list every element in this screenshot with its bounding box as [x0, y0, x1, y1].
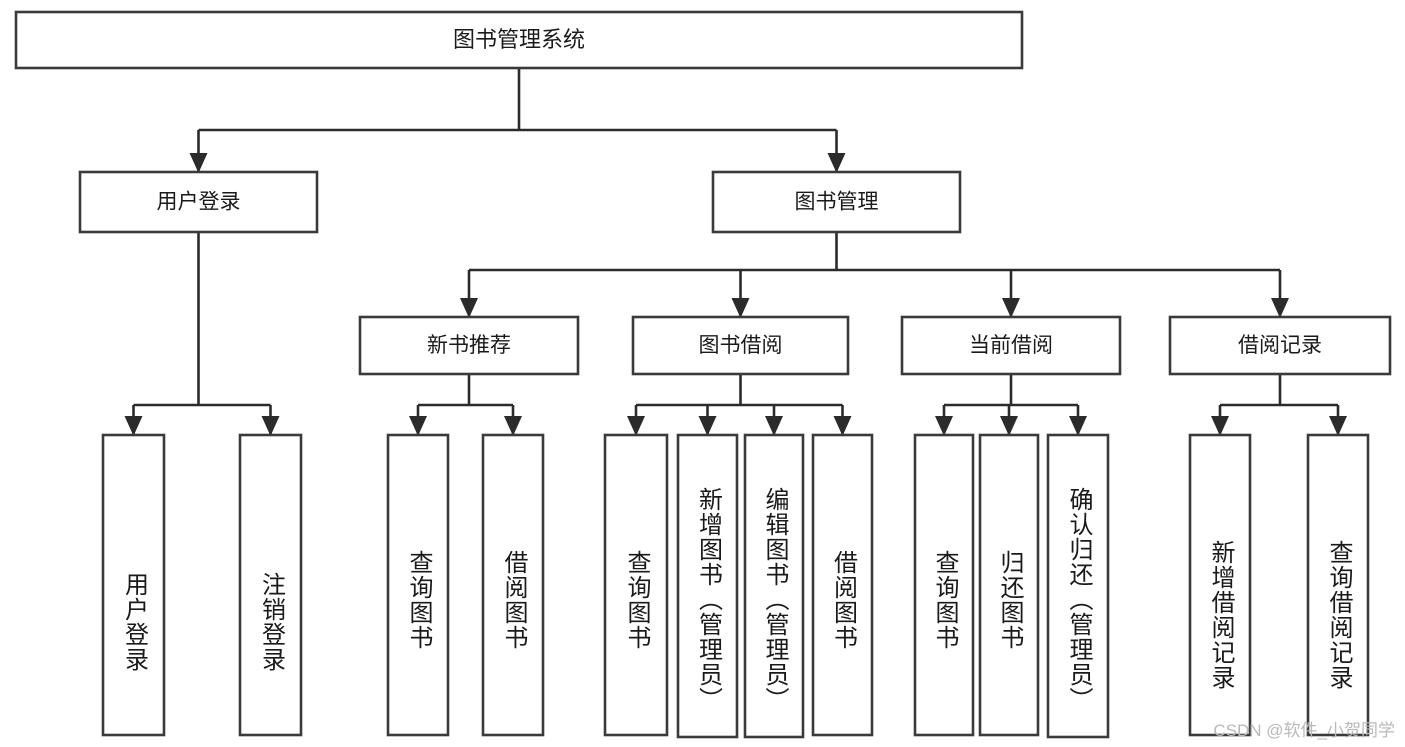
node-box-current-borrow[interactable] — [900, 315, 1122, 376]
arrow-head-icon-current-borrow-1 — [1000, 416, 1018, 436]
node-label-book-borrow: 图书借阅 — [699, 334, 783, 357]
connector-layer — [124, 68, 1347, 436]
node-box-leaf-edit-book[interactable] — [743, 433, 805, 739]
node-box-borrow-record[interactable] — [1168, 315, 1392, 376]
node-box-leaf-borrow-book-2[interactable] — [811, 433, 874, 737]
arrow-head-icon-user-login-1 — [261, 416, 280, 436]
node-box-root[interactable] — [14, 10, 1024, 70]
node-box-leaf-user-login[interactable] — [101, 433, 166, 737]
node-label-root: 图书管理系统 — [453, 27, 585, 52]
node-box-leaf-query-book-2[interactable] — [603, 433, 669, 737]
node-box-leaf-query-book-1[interactable] — [386, 433, 450, 737]
arrow-head-icon-root-1 — [827, 153, 846, 173]
node-box-leaf-add-book[interactable] — [676, 433, 739, 739]
node-label-borrow-record: 借阅记录 — [1238, 334, 1322, 357]
arrow-head-icon-user-login-0 — [124, 416, 143, 436]
node-label-new-book-recommend: 新书推荐 — [427, 334, 511, 357]
node-box-leaf-return-book[interactable] — [978, 433, 1040, 737]
csdn-watermark: CSDN @软件_小贺同学 — [1213, 721, 1395, 740]
arrow-head-icon-book-manage-1 — [731, 298, 750, 318]
arrow-head-icon-book-borrow-3 — [833, 416, 852, 436]
arrow-head-icon-root-0 — [189, 153, 208, 173]
arrow-head-icon-book-borrow-1 — [698, 416, 717, 436]
arrow-head-icon-new-book-recommend-0 — [409, 416, 427, 436]
node-box-leaf-add-record[interactable] — [1188, 433, 1252, 737]
node-box-book-borrow[interactable] — [631, 315, 850, 376]
arrow-head-icon-book-borrow-2 — [765, 416, 783, 436]
arrow-head-icon-book-borrow-0 — [627, 416, 645, 436]
node-box-leaf-query-record[interactable] — [1306, 433, 1370, 737]
arrow-head-icon-current-borrow-0 — [935, 416, 953, 436]
node-box-leaf-confirm-return[interactable] — [1046, 433, 1110, 739]
arrow-head-icon-borrow-record-0 — [1211, 416, 1229, 436]
node-box-user-login[interactable] — [78, 170, 319, 234]
arrow-head-icon-book-manage-0 — [460, 298, 478, 318]
node-label-user-login: 用户登录 — [157, 191, 241, 214]
box-layer — [14, 10, 1392, 739]
node-box-book-manage[interactable] — [711, 170, 962, 234]
node-box-leaf-query-book-3[interactable] — [913, 433, 975, 737]
node-label-book-manage: 图书管理 — [795, 191, 879, 214]
arrow-head-icon-new-book-recommend-1 — [504, 416, 522, 436]
arrow-head-icon-borrow-record-1 — [1329, 416, 1347, 436]
node-box-leaf-borrow-book-1[interactable] — [481, 433, 545, 737]
arrow-head-icon-book-manage-3 — [1271, 298, 1289, 318]
node-box-new-book-recommend[interactable] — [358, 315, 580, 376]
arrow-head-icon-book-manage-2 — [1002, 298, 1020, 318]
arrow-head-icon-current-borrow-2 — [1069, 416, 1087, 436]
node-label-current-borrow: 当前借阅 — [969, 334, 1053, 357]
node-box-leaf-user-logout[interactable] — [238, 433, 303, 737]
